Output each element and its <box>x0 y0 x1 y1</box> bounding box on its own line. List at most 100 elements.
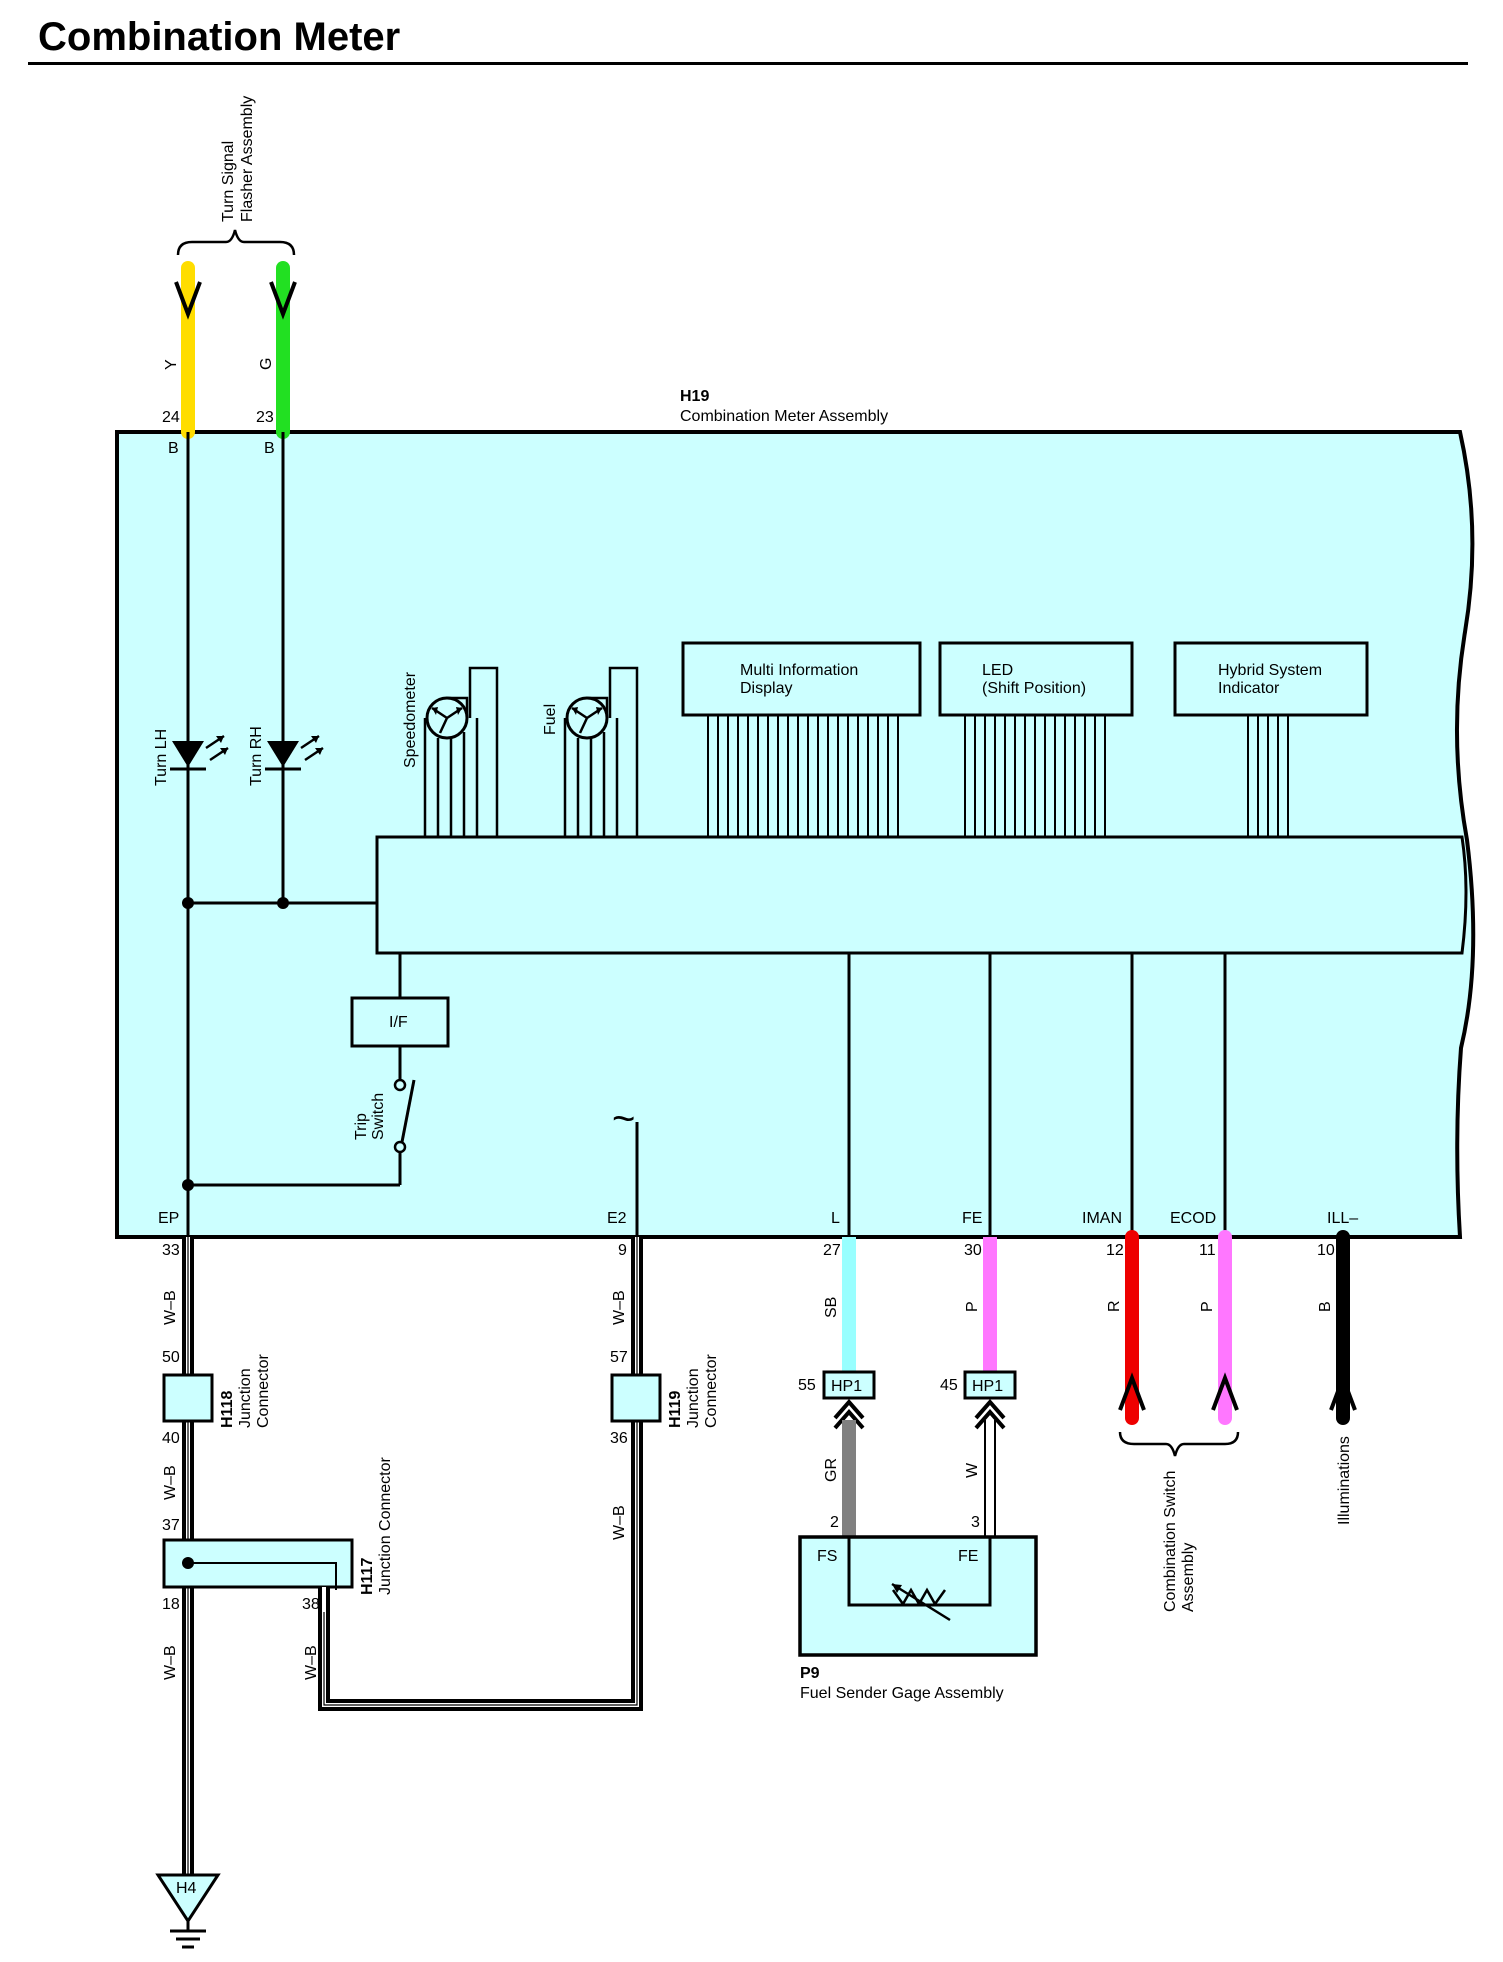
h118-wire-below: W–B <box>162 1465 179 1500</box>
combo-switch-line2: Assembly <box>1180 1543 1197 1612</box>
wire-color-w: W <box>964 1462 981 1478</box>
terminal-ecod: ECOD <box>1170 1210 1216 1227</box>
hybrid-system-indicator <box>1173 641 1369 717</box>
mid-label-line1: Multi Information <box>740 662 858 679</box>
p9-code: P9 <box>800 1665 820 1682</box>
combo-switch-brace <box>1118 1431 1240 1457</box>
h117-pin-top: 37 <box>162 1517 180 1534</box>
pin-30: 30 <box>964 1242 982 1259</box>
tilde-symbol: ~ <box>612 1097 635 1141</box>
trip-label-line1: Trip <box>353 1113 370 1140</box>
p9-fuel-sender <box>798 1535 1038 1657</box>
hp1-right-code: HP1 <box>972 1378 1003 1395</box>
ecu-block <box>375 835 1468 955</box>
wire-color-p-fe: P <box>964 1301 981 1312</box>
wire-color-p-ecod: P <box>1199 1301 1216 1312</box>
if-block <box>350 996 450 1048</box>
assembly-code: H19 <box>680 388 709 405</box>
female-terminal-icon <box>174 281 202 320</box>
h117-pin-left: 18 <box>162 1596 180 1613</box>
p9-name: Fuel Sender Gage Assembly <box>800 1685 1004 1702</box>
turn-rh-led-icon <box>265 734 324 771</box>
wire-color-b: B <box>1317 1301 1334 1312</box>
led-label-line1: LED <box>982 662 1013 679</box>
junction-dot <box>182 1557 194 1569</box>
p9-fs-label: FS <box>817 1548 837 1565</box>
wire-color-g: G <box>258 358 275 370</box>
pin-23: 23 <box>256 409 274 426</box>
hp1-right-pin: 45 <box>940 1377 958 1394</box>
hp1-left-pin: 55 <box>798 1377 816 1394</box>
ground-code: H4 <box>176 1880 197 1897</box>
h119-wire-below: W–B <box>611 1505 628 1540</box>
turn-rh-label: Turn RH <box>248 726 265 786</box>
led-shift-position <box>938 641 1134 717</box>
h117-wire-left: W–B <box>162 1645 179 1680</box>
terminal-b-left: B <box>168 440 179 457</box>
pin-12: 12 <box>1106 1242 1124 1259</box>
mid-label-line2: Display <box>740 680 792 697</box>
speedometer-gauge-icon <box>423 666 499 837</box>
h117-code: H117 <box>359 1558 376 1595</box>
male-terminal-icon <box>974 1398 1006 1430</box>
terminal-b-right: B <box>264 440 275 457</box>
trip-switch-icon <box>393 1078 416 1154</box>
hp1-left-connector <box>822 1370 876 1400</box>
if-label: I/F <box>389 1014 408 1031</box>
h119-line1: Junction <box>685 1368 702 1428</box>
male-terminal-icon <box>833 1398 865 1430</box>
terminal-iman: IMAN <box>1082 1210 1122 1227</box>
h119-pin-bottom: 36 <box>610 1430 628 1447</box>
h119-pin-top: 57 <box>610 1349 628 1366</box>
speedometer-label: Speedometer <box>402 671 419 768</box>
h117-internal-bus <box>188 1562 337 1590</box>
h119-line2: Connector <box>703 1354 720 1428</box>
terminal-e2: E2 <box>607 1210 627 1227</box>
h118-pin-bottom: 40 <box>162 1430 180 1447</box>
wire-color-y: Y <box>163 359 180 370</box>
h119-junction-connector <box>610 1373 662 1423</box>
pin-11: 11 <box>1199 1242 1216 1259</box>
hybrid-bus-lines <box>1247 715 1289 837</box>
female-terminal-icon <box>269 281 297 320</box>
junction-dot <box>182 897 194 909</box>
hp1-left-code: HP1 <box>831 1378 862 1395</box>
terminal-l: L <box>831 1210 840 1227</box>
hp1-right-connector <box>963 1370 1017 1400</box>
h118-line1: Junction <box>237 1368 254 1428</box>
h119-code: H119 <box>667 1391 684 1428</box>
led-bus-lines <box>964 715 1106 837</box>
pin-33: 33 <box>162 1242 180 1259</box>
p9-fe-label: FE <box>958 1548 978 1565</box>
wire-color-ep: W–B <box>162 1290 179 1325</box>
hybrid-label-line1: Hybrid System <box>1218 662 1322 679</box>
h117-wire-right: W–B <box>303 1645 320 1680</box>
terminal-fe: FE <box>962 1210 982 1227</box>
title-rule <box>28 62 1468 65</box>
h117-pin-right: 38 <box>302 1596 320 1613</box>
ground-symbol-icon <box>170 1921 206 1949</box>
wire-wb-e2 <box>318 1237 643 1711</box>
female-terminal-icon <box>1329 1372 1357 1411</box>
turn-lh-label: Turn LH <box>153 729 170 786</box>
flasher-label-line2: Flasher Assembly <box>239 96 256 222</box>
h118-pin-top: 50 <box>162 1349 180 1366</box>
female-terminal-icon <box>1118 1372 1146 1411</box>
variable-resistor-icon <box>891 1582 951 1622</box>
h118-line2: Connector <box>255 1354 272 1428</box>
assembly-name: Combination Meter Assembly <box>680 408 888 425</box>
pin-24: 24 <box>162 409 180 426</box>
led-label-line2: (Shift Position) <box>982 680 1086 697</box>
female-terminal-icon <box>1211 1372 1239 1411</box>
wire-color-gr: GR <box>823 1458 840 1482</box>
wire-color-e2: W–B <box>611 1290 628 1325</box>
terminal-ill: ILL– <box>1327 1210 1358 1227</box>
mid-bus-lines <box>707 715 899 837</box>
flasher-brace <box>176 229 296 256</box>
hp1-left-pin-below: 2 <box>830 1514 839 1531</box>
pin-9: 9 <box>618 1242 627 1259</box>
meter-assembly-panel <box>115 430 1476 1239</box>
multi-information-display <box>681 641 922 717</box>
wire-color-sb: SB <box>823 1297 840 1318</box>
